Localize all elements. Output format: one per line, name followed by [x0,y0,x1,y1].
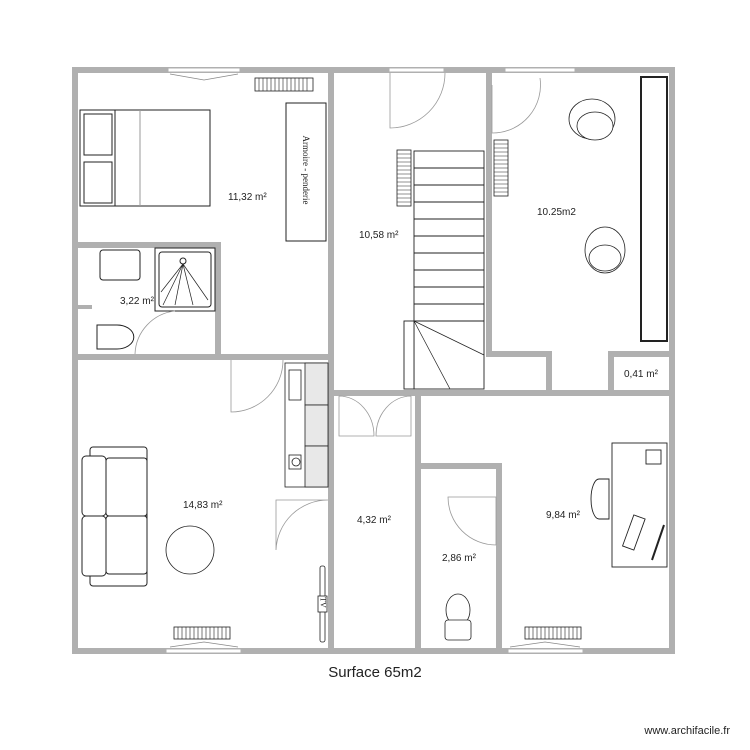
room-area-office: 9,84 m² [546,510,580,521]
room-area-bedroom: 11,32 m² [228,192,267,203]
room-area-wc: 2,86 m² [442,553,476,564]
sofa [81,446,148,587]
staircase [403,150,485,390]
doors [230,72,541,551]
bed [79,109,211,207]
windows [165,67,584,654]
surface-total: Surface 65m2 [328,664,422,681]
room-area-bathroom: 3,22 m² [120,296,154,307]
kitchen-unit [284,362,329,488]
desk [590,442,668,568]
room-area-corridor: 4,32 m² [357,515,391,526]
room-area-closet: 0,41 m² [624,369,658,380]
wardrobe [285,102,327,242]
tv-label: TV [318,597,328,608]
toilet [444,593,472,641]
wardrobe-label: Armoire - penderie [301,135,311,205]
room-area-stair-hall: 10,58 m² [359,230,399,241]
room-area-ne: 10.25m2 [537,207,576,218]
bathroom-fixtures [96,247,216,350]
credit-link[interactable]: www.archifacile.fr [644,725,730,737]
round-table [165,525,215,575]
walls [72,67,675,654]
armchairs [568,76,668,342]
room-area-living: 14,83 m² [183,500,223,511]
